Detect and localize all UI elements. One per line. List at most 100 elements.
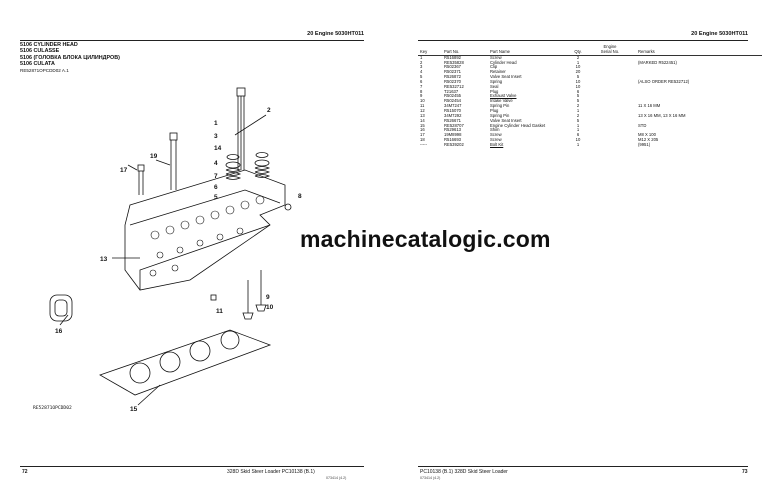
remarks-cell: M8 X 100 (638, 132, 656, 138)
col-qty: Qty. (566, 49, 590, 56)
key-cell: 4 (420, 69, 423, 75)
key-cell: 9 (420, 93, 423, 99)
part-no-cell: R515070 (444, 107, 461, 113)
part-name-cell: Valve Seat Insert (490, 117, 522, 123)
qty-cell: 10 (575, 78, 581, 84)
qty-cell: 6 (576, 132, 580, 138)
part-name-cell: Bolt Kit (490, 141, 504, 147)
qty-cell: 1 (576, 127, 580, 133)
part-name-cell: Plug (490, 107, 499, 113)
leader-line (234, 114, 267, 136)
page-header: 20 Engine 5030HT011 (691, 31, 748, 37)
header-rule (418, 40, 748, 41)
callout-16: 16 (55, 328, 63, 335)
key-cell: 6 (420, 78, 423, 84)
key-cell: 5 (420, 74, 423, 80)
title-ru: 5106 (ГОЛОВКА БЛОКА ЦИЛИНДРОВ) (20, 54, 120, 61)
title-es: 5106 CULATA (20, 60, 55, 67)
callout-3: 3 (214, 133, 218, 140)
part-name-cell: Intake Valve (490, 98, 513, 104)
part-no-cell: R502455 (444, 93, 461, 99)
qty-cell: 2 (576, 112, 580, 118)
remarks-cell: STD (638, 122, 647, 128)
key-cell: 2 (420, 59, 423, 65)
footer-rule (20, 466, 364, 467)
footer-text: PC10138 (B.1) 328D Skid Steer Loader (420, 469, 508, 475)
part-name-cell: Screw (490, 132, 502, 138)
remarks-cell: (MARKED R522451) (638, 59, 677, 65)
callout-8: 8 (298, 193, 302, 200)
footer-rule (418, 466, 748, 467)
callout-19: 19 (150, 153, 158, 160)
part-no-cell: 34M7247 (444, 103, 462, 109)
part-name-cell: Shim (490, 127, 500, 133)
part-no-cell: R502371 (444, 69, 461, 75)
part-name-cell: Spring Pin (490, 103, 510, 109)
callout-17: 17 (120, 167, 128, 174)
part-no-cell: R516892 (444, 54, 461, 60)
part-name-cell: Engine Cylinder Head Gasket (490, 122, 546, 128)
qty-cell: 10 (575, 137, 581, 143)
part-name-cell: Retainer (490, 69, 506, 75)
part-no-cell: R529613 (444, 127, 461, 133)
key-cell: 8 (420, 88, 423, 94)
part-no-cell: R526872 (444, 74, 461, 80)
qty-cell: 6 (576, 88, 580, 94)
qty-cell: 1 (576, 107, 580, 113)
title-en: 5106 CYLINDER HEAD (20, 42, 78, 48)
qty-cell: 10 (575, 64, 581, 70)
header-rule (20, 40, 364, 41)
qty-cell: 1 (576, 141, 580, 147)
page-header: 20 Engine 5030HT011 (307, 31, 364, 37)
key-cell: 15 (420, 122, 425, 128)
qty-cell: 5 (576, 117, 580, 123)
part-no-cell: R502454 (444, 98, 461, 104)
callout-6: 6 (214, 184, 218, 191)
callout-1: 1 (214, 120, 218, 127)
key-cell: 3 (420, 64, 423, 70)
part-name-cell: Cylinder Head (490, 59, 517, 65)
col-remarks: Remarks (630, 49, 762, 56)
col-serial-bottom: Serial No. (590, 49, 630, 56)
remarks-cell: (ALSO ORDER RE532712) (638, 78, 690, 84)
page-number: 72 (22, 469, 28, 475)
part-no-cell: RE535828 (444, 59, 464, 65)
part-name-cell: Screw (490, 137, 502, 143)
part-name-cell: Plug (490, 88, 499, 94)
callout-10: 10 (266, 304, 274, 311)
remarks-cell: 13 X 16 MM, 13 X 16 MM (638, 112, 686, 118)
col-key: Key (418, 49, 442, 56)
callout-2: 2 (267, 107, 271, 114)
key-cell: 12 (420, 107, 425, 113)
key-cell: 7 (420, 83, 423, 89)
footer-text: 328D Skid Steer Loader PC10138 (B.1) (227, 469, 315, 475)
part-no-cell: R526671 (444, 117, 461, 123)
col-serial-top: Engine (603, 44, 617, 49)
page-number: 73 (742, 469, 748, 475)
footer-subtext: 073414 (4.2) (326, 476, 347, 480)
col-part-no: Part No. (442, 49, 488, 56)
footer-subtext: 073414 (4.2) (420, 476, 441, 480)
qty-cell: 2 (576, 54, 580, 60)
callout-13: 13 (100, 256, 108, 263)
qty-cell: 2 (576, 103, 580, 109)
qty-cell: 5 (576, 74, 580, 80)
parts-table: Engine Key Part No. Part Name Qty. Seria… (418, 44, 762, 148)
callout-14: 14 (214, 145, 222, 152)
part-no-cell: R502367 (444, 64, 461, 70)
col-part-name: Part Name (488, 49, 566, 56)
